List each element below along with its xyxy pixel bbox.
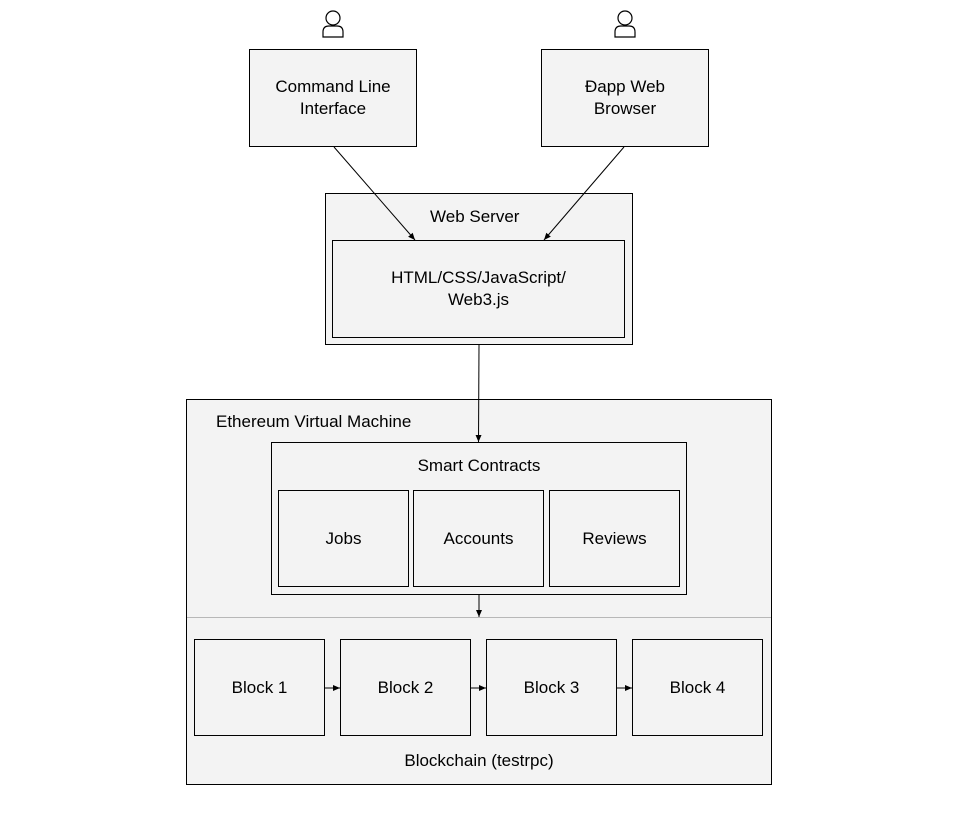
web-server-title: Web Server <box>430 207 520 226</box>
blockchain-label: Blockchain (testrpc) <box>404 751 554 770</box>
cli-box: Command Line Interface <box>249 49 417 147</box>
block-3: Block 3 <box>486 639 617 736</box>
contract-label: Jobs <box>325 528 362 548</box>
cli-label: Command Line Interface <box>275 77 391 118</box>
contract-accounts: Accounts <box>413 490 544 587</box>
web-stack-box: HTML/CSS/JavaScript/ Web3.js <box>332 240 625 338</box>
contract-label: Reviews <box>582 528 647 548</box>
contract-label: Accounts <box>443 528 514 548</box>
block-label: Block 2 <box>377 677 434 697</box>
person-icon <box>614 10 636 38</box>
block-label: Block 4 <box>669 677 726 697</box>
browser-box: Ðapp Web Browser <box>541 49 709 147</box>
contract-jobs: Jobs <box>278 490 409 587</box>
web-stack-label: HTML/CSS/JavaScript/ Web3.js <box>391 268 566 309</box>
person-icon <box>322 10 344 38</box>
smart-contracts-title: Smart Contracts <box>417 456 541 475</box>
block-1: Block 1 <box>194 639 325 736</box>
block-2: Block 2 <box>340 639 471 736</box>
contract-reviews: Reviews <box>549 490 680 587</box>
block-label: Block 3 <box>523 677 580 697</box>
block-4: Block 4 <box>632 639 763 736</box>
evm-title: Ethereum Virtual Machine <box>216 412 412 431</box>
browser-label: Ðapp Web Browser <box>584 77 665 118</box>
block-label: Block 1 <box>231 677 288 697</box>
evm-blockchain-divider <box>187 617 771 618</box>
